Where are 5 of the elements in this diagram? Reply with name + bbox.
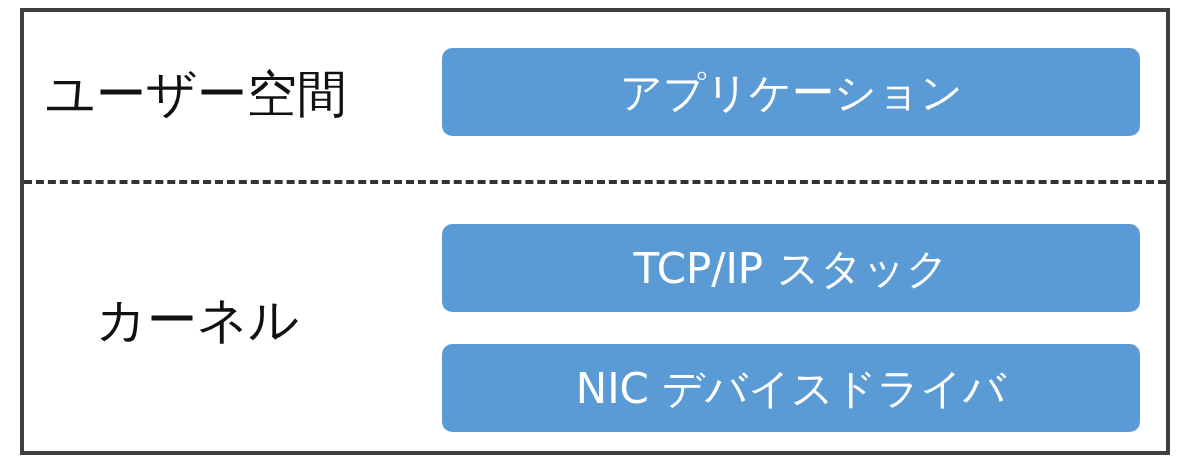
process-box: アプリケーション <box>442 48 1140 136</box>
process-box: TCP/IP スタック <box>442 224 1140 312</box>
layer-label: ユーザー空間 <box>45 64 347 124</box>
process-box: NIC デバイスドライバ <box>442 344 1140 432</box>
layer-label: カーネル <box>96 290 299 350</box>
